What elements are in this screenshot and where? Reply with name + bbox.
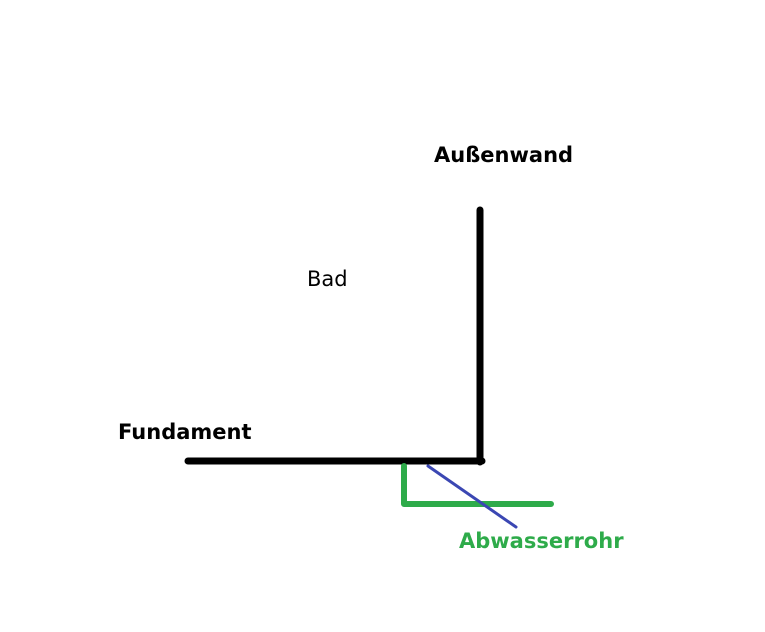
- drain-pipe-line: [401, 463, 554, 507]
- blue-diagonal-line: [426, 464, 518, 529]
- foundation-label: Fundament: [118, 420, 252, 444]
- outer-wall-label: Außenwand: [434, 143, 574, 167]
- drain-pipe-label: Abwasserrohr: [459, 529, 624, 553]
- bathroom-label: Bad: [307, 267, 348, 291]
